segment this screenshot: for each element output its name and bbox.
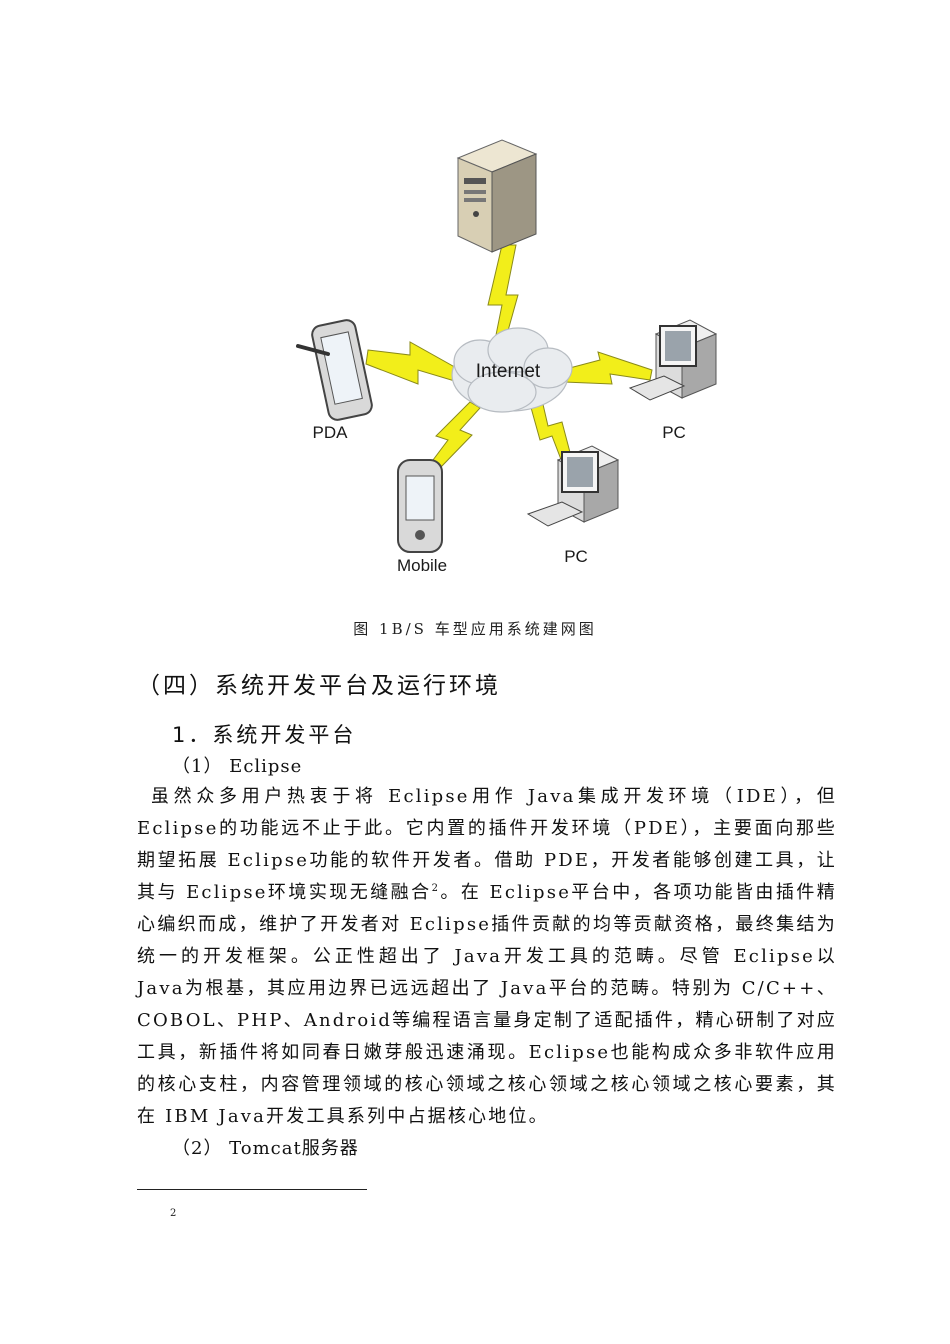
item-eclipse-heading: （1） Eclipse [172, 756, 303, 777]
eclipse-paragraph: 虽然众多用户热衷于将 Eclipse用作 Java集成开发环境（IDE），但 E… [137, 781, 837, 1133]
paragraph-part-1: 虽然众多用户热衷于将 Eclipse用作 Java集成开发环境（IDE），但 E… [137, 786, 837, 903]
lightning-mobile-icon [429, 401, 481, 469]
section-heading: （四）系统开发平台及运行环境 [137, 673, 501, 699]
pc-right-label: PC [662, 423, 686, 442]
pc-right-icon [628, 319, 718, 401]
footnote-divider [137, 1189, 367, 1190]
server-icon [456, 139, 538, 253]
footnote-ref[interactable]: 2 [431, 883, 441, 894]
item-tomcat-heading: （2） Tomcat服务器 [172, 1138, 359, 1159]
lightning-pc-right-icon [561, 351, 653, 385]
mobile-label: Mobile [397, 556, 447, 575]
sub-heading: 1．系统开发平台 [172, 723, 357, 747]
pda-label: PDA [313, 423, 349, 442]
internet-label: Internet [476, 361, 541, 382]
pc-bottom-label: PC [564, 547, 588, 566]
footnote-number: 2 [170, 1208, 177, 1219]
pc-bottom-icon [526, 445, 620, 527]
network-diagram-svg: Internet PDA PC [296, 139, 718, 575]
paragraph-part-2: 。在 Eclipse平台中，各项功能皆由插件精心编织而成，维护了开发者对 Ecl… [137, 882, 838, 1127]
figure-caption: 图 1B/S 车型应用系统建网图 [353, 620, 597, 638]
mobile-icon [397, 459, 443, 553]
lightning-pda-icon [365, 341, 461, 385]
network-diagram: Internet PDA PC [280, 130, 750, 590]
internet-cloud-icon [451, 327, 573, 413]
pda-icon [296, 319, 373, 421]
